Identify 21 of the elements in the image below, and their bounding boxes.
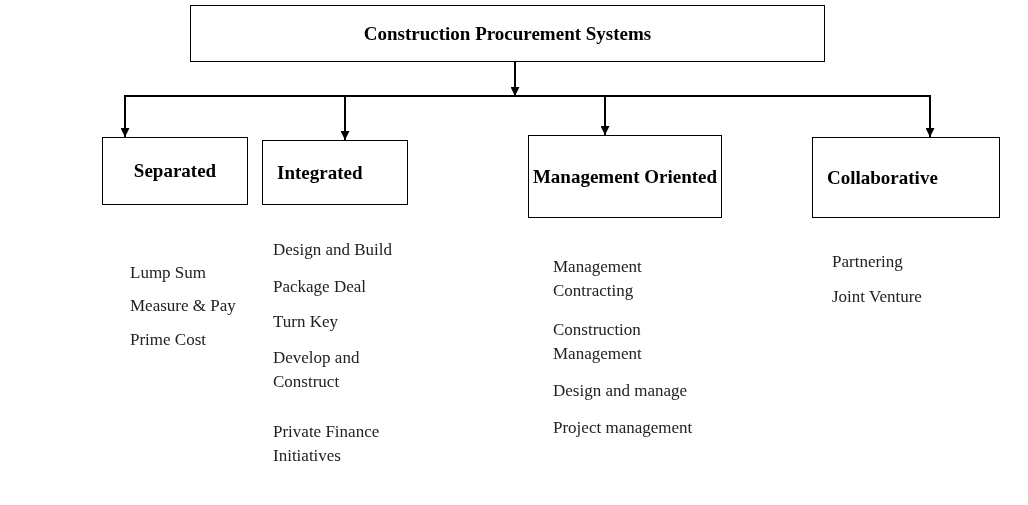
item-label: Package Deal bbox=[273, 276, 367, 298]
item-label: Partnering bbox=[832, 251, 904, 273]
item-label: Joint Venture bbox=[832, 286, 923, 308]
category-box: Collaborative bbox=[812, 137, 1000, 218]
item-label: Project management bbox=[553, 417, 694, 439]
connector-trunk bbox=[510, 61, 520, 97]
item-label: Measure & Pay bbox=[130, 295, 237, 317]
title-box: Construction Procurement Systems bbox=[190, 5, 825, 62]
item-label: Management Contracting bbox=[553, 256, 643, 302]
item-label: Develop and Construct bbox=[273, 347, 361, 393]
item-label: Design and Build bbox=[273, 239, 393, 261]
category-box: Integrated bbox=[262, 140, 408, 205]
item-label: Private Finance Initiatives bbox=[273, 421, 381, 467]
arrow bbox=[340, 95, 516, 141]
category-box: Separated bbox=[102, 137, 248, 205]
category-box: Management Oriented bbox=[528, 135, 722, 218]
item-label: Lump Sum bbox=[130, 262, 208, 284]
item-label: Turn Key bbox=[273, 311, 340, 333]
item-label: Design and manage bbox=[553, 380, 689, 402]
item-label: Prime Cost bbox=[130, 329, 208, 351]
item-label: Construction Management bbox=[553, 319, 643, 365]
